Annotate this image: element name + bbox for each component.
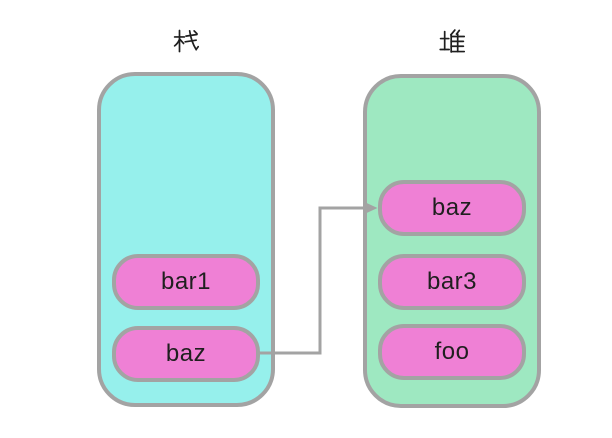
stack-item-baz: baz (112, 326, 260, 382)
stack-title-glyph-zhan (173, 29, 199, 53)
heap-item-baz: baz (378, 180, 526, 236)
heap-title-glyph-dui (439, 29, 465, 53)
heap-item-foo: foo (378, 324, 526, 380)
heap-item-bar3: bar3 (378, 254, 526, 310)
stack-item-bar1: bar1 (112, 254, 260, 310)
stack-title: 栈 (156, 25, 216, 57)
heap-title: 堆 (422, 25, 482, 57)
